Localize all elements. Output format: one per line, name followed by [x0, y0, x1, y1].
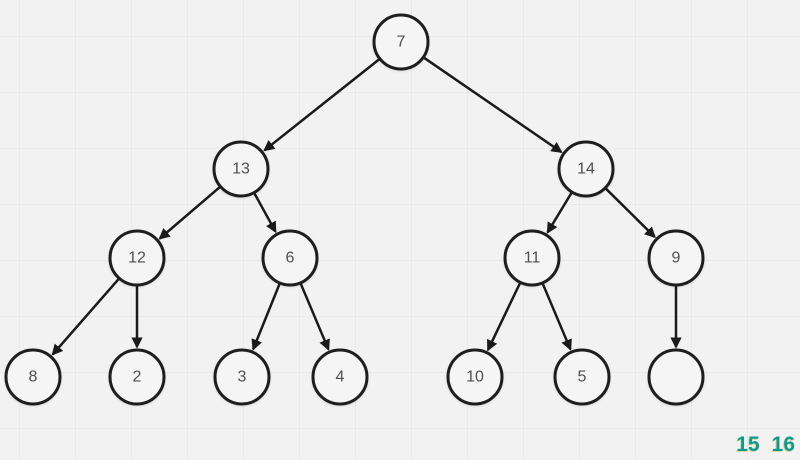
tree-edge-11-to-10 — [486, 282, 522, 352]
tree-node-3[interactable]: 3 — [213, 348, 271, 406]
step-counter: 15 16 — [736, 434, 795, 455]
tree-node-9[interactable]: 9 — [647, 229, 705, 287]
node-circle — [4, 348, 62, 406]
node-value-label: 3 — [238, 369, 247, 386]
tree-edge-14-to-9 — [605, 187, 656, 239]
node-value-label: 13 — [232, 161, 250, 178]
node-circle — [647, 229, 705, 287]
tree-node-10[interactable]: 10 — [446, 348, 504, 406]
node-value-label: 9 — [672, 250, 681, 267]
tree-edge-14-to-11 — [546, 192, 573, 234]
tree-node-7[interactable]: 7 — [372, 13, 430, 71]
tree-edge-11-to-5 — [541, 283, 572, 351]
node-circle — [213, 348, 271, 406]
node-value-label: 8 — [29, 369, 38, 386]
node-value-label: 12 — [128, 250, 146, 267]
node-circle — [553, 348, 611, 406]
node-value-label: 7 — [397, 34, 406, 51]
tree-node-8[interactable]: 8 — [4, 348, 62, 406]
step-number-left: 15 — [736, 433, 760, 456]
node-value-label: 11 — [524, 250, 541, 267]
tree-node-13[interactable]: 13 — [212, 140, 270, 198]
tree-node-11[interactable]: 11 — [503, 229, 561, 287]
tree-edge-6-to-3 — [251, 283, 281, 351]
tree-node-12[interactable]: 12 — [108, 229, 166, 287]
node-circle — [372, 13, 430, 71]
node-value-label: 5 — [578, 369, 587, 386]
tree-edge-13-to-12 — [158, 186, 221, 240]
tree-edge-13-to-6 — [253, 192, 277, 234]
node-circle — [108, 348, 166, 406]
tree-node-14[interactable]: 14 — [557, 140, 615, 198]
node-circle — [647, 348, 705, 406]
tree-edge-7-to-13 — [263, 58, 380, 152]
node-value-label: 2 — [133, 369, 142, 386]
tree-node-2[interactable]: 2 — [108, 348, 166, 406]
tree-node-6[interactable]: 6 — [261, 229, 319, 287]
tree-edge-6-to-4 — [299, 283, 330, 351]
node-circle — [311, 348, 369, 406]
tree-node-5[interactable]: 5 — [553, 348, 611, 406]
node-value-label: 14 — [577, 161, 595, 178]
tree-edge-7-to-14 — [423, 56, 563, 154]
tree-node-4[interactable]: 4 — [311, 348, 369, 406]
tree-node-empty[interactable] — [647, 348, 705, 406]
node-circle — [212, 140, 270, 198]
node-circle — [108, 229, 166, 287]
node-circle — [557, 140, 615, 198]
step-number-right: 16 — [771, 433, 795, 456]
node-value-label: 4 — [336, 369, 345, 386]
node-circle — [503, 229, 561, 287]
node-circle — [261, 229, 319, 287]
tree-edge-12-to-8 — [51, 278, 120, 356]
node-circle — [446, 348, 504, 406]
node-value-label: 10 — [466, 369, 484, 386]
node-value-label: 6 — [286, 250, 295, 267]
